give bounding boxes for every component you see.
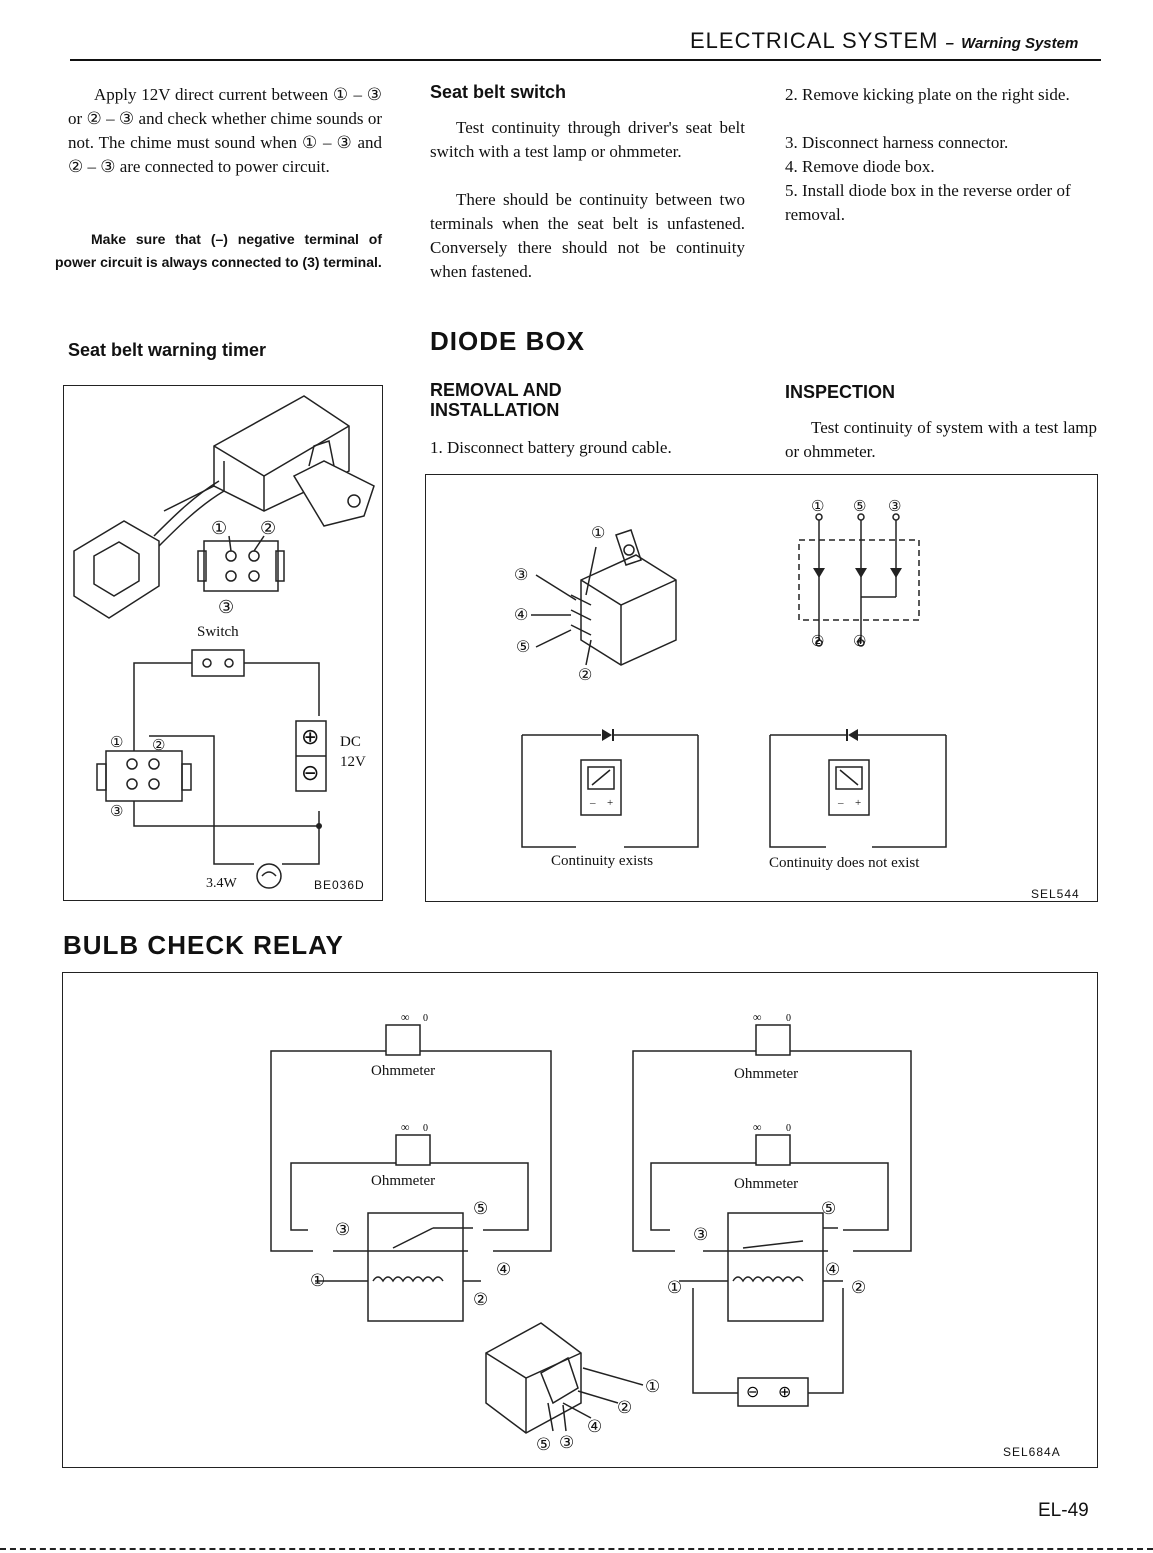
svg-text:∞: ∞ <box>753 1120 762 1134</box>
ohmmeter-outer-left: Ohmmeter <box>371 1063 436 1079</box>
svg-text:∞: ∞ <box>401 1120 410 1134</box>
diode-figure-art <box>521 513 947 848</box>
timer-terminal-1: ① <box>211 518 228 538</box>
page-header: ELECTRICAL SYSTEM – Warning System <box>690 28 1078 54</box>
step-3: 3. Disconnect harness connector. <box>785 133 1009 152</box>
svg-text:∞: ∞ <box>401 1010 410 1024</box>
schematic-pin-5: ⑤ <box>853 499 867 515</box>
step-4: 4. Remove diode box. <box>785 157 935 176</box>
bulb-label: 3.4W <box>206 876 237 891</box>
page-number: EL-49 <box>1038 1500 1089 1521</box>
bulb-check-relay-title: BULB CHECK RELAY <box>63 930 344 960</box>
lower-terminal-3: ③ <box>110 804 124 820</box>
schematic-pin-2: ② <box>811 634 825 650</box>
relay-left-term-2: ② <box>473 1290 489 1309</box>
svg-text:0: 0 <box>423 1013 428 1024</box>
relay-right-term-2: ② <box>851 1278 867 1297</box>
svg-text:⊖: ⊖ <box>746 1384 759 1401</box>
continuity-not-exist-caption: Continuity does not exist <box>769 855 920 871</box>
svg-text:0: 0 <box>786 1013 791 1024</box>
svg-text:0: 0 <box>423 1123 428 1134</box>
relay-pic-term-5: ⑤ <box>536 1435 552 1454</box>
schematic-pin-4: ④ <box>853 634 867 650</box>
timer-figure-art <box>73 395 375 889</box>
svg-text:∞: ∞ <box>753 1010 762 1024</box>
relay-right-term-3: ③ <box>693 1225 709 1244</box>
relay-pic-term-4: ④ <box>587 1417 603 1436</box>
timer-terminal-3: ③ <box>218 597 235 617</box>
diode-figure-code: SEL544 <box>1031 887 1080 901</box>
ohmmeter-inner-right: Ohmmeter <box>734 1176 799 1192</box>
bulb-relay-figure-code: SEL684A <box>1003 1445 1061 1459</box>
relay-left-term-3: ③ <box>335 1220 351 1239</box>
inspection-text: Test continuity of system with a test la… <box>785 418 1097 461</box>
relay-left-term-1: ① <box>310 1271 326 1290</box>
footer-rule <box>0 1548 1153 1550</box>
switch-label: Switch <box>197 624 239 640</box>
timer-test-paragraph: Apply 12V direct current between ① – ③ o… <box>68 85 382 176</box>
svg-text:⊕: ⊕ <box>778 1384 791 1401</box>
timer-figure-code: BE036D <box>314 878 365 892</box>
relay-left-term-5: ⑤ <box>473 1199 489 1218</box>
box-callout-4: ④ <box>514 607 529 624</box>
seat-belt-switch-heading: Seat belt switch <box>430 82 567 102</box>
left-meter-minus: – <box>590 797 596 809</box>
step-2: 2. Remove kicking plate on the right sid… <box>785 85 1070 104</box>
box-callout-1: ① <box>591 525 606 542</box>
timer-terminal-2: ② <box>260 518 277 538</box>
relay-pic-term-2: ② <box>617 1398 633 1417</box>
relay-pic-term-1: ① <box>645 1377 661 1396</box>
header-rule <box>70 59 1101 61</box>
left-meter-plus: + <box>607 797 614 809</box>
box-callout-3: ③ <box>514 567 529 584</box>
box-callout-2: ② <box>578 667 593 684</box>
svg-text:0: 0 <box>786 1123 791 1134</box>
header-separator: – <box>945 35 954 52</box>
removal-heading: REMOVAL AND INSTALLATION <box>430 380 562 420</box>
ohmmeter-outer-right: Ohmmeter <box>734 1066 799 1082</box>
relay-right-term-5: ⑤ <box>821 1199 837 1218</box>
relay-right-term-1: ① <box>667 1278 683 1297</box>
relay-right-term-4: ④ <box>825 1260 841 1279</box>
step-5: 5. Install diode box in the reverse orde… <box>785 181 1071 224</box>
relay-pic-term-3: ③ <box>559 1433 575 1452</box>
timer-figure: ① ② ③ Switch ⊕ ⊖ DC 12V ① ② ③ 3.4W BE036… <box>63 385 383 901</box>
schematic-pin-3: ③ <box>888 499 902 515</box>
ohmmeter-inner-left: Ohmmeter <box>371 1173 436 1189</box>
removal-step-1: 1. Disconnect battery ground cable. <box>430 438 672 457</box>
bulb-relay-figure: ∞ 0 ∞ 0 ∞ 0 ∞ 0 ⊖ ⊕ Ohmmeter Ohmmeter Oh… <box>62 972 1098 1468</box>
dc-label: DC <box>340 734 361 750</box>
header-subsection: Warning System <box>961 35 1079 52</box>
battery-plus: ⊕ <box>301 724 320 749</box>
continuity-exists-caption: Continuity exists <box>551 853 654 869</box>
switch-paragraph-1: Test continuity through driver's seat be… <box>430 118 745 161</box>
volt-label: 12V <box>340 754 366 770</box>
battery-minus: ⊖ <box>301 760 320 785</box>
right-meter-minus: – <box>838 797 844 809</box>
schematic-pin-1: ① <box>811 499 825 515</box>
diode-figure: ① ③ ④ ⑤ ② ① ⑤ ③ ② ④ – + – + Continuity e… <box>425 474 1098 902</box>
relay-left-term-4: ④ <box>496 1260 512 1279</box>
right-meter-plus: + <box>855 797 862 809</box>
lower-terminal-1: ① <box>110 735 124 751</box>
header-section: ELECTRICAL SYSTEM <box>690 28 939 53</box>
timer-heading: Seat belt warning timer <box>68 340 267 360</box>
box-callout-5: ⑤ <box>516 639 531 656</box>
bulb-relay-art: ∞ 0 ∞ 0 ∞ 0 ∞ 0 ⊖ ⊕ <box>270 1010 912 1434</box>
lower-terminal-2: ② <box>152 738 166 754</box>
inspection-heading: INSPECTION <box>785 382 896 402</box>
switch-paragraph-2: There should be continuity between two t… <box>430 190 745 281</box>
terminal-note: Make sure that (–) negative terminal of … <box>55 231 382 270</box>
diode-box-title: DIODE BOX <box>430 326 585 356</box>
